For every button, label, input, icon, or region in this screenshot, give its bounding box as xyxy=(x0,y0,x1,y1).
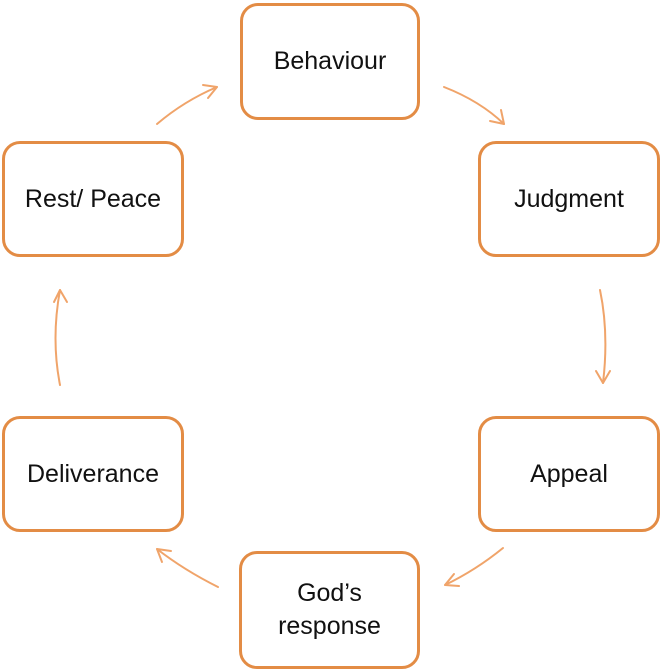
arrowhead-rest-to-behaviour xyxy=(202,84,218,99)
arrowhead-judgment-to-appeal xyxy=(595,370,611,384)
node-rest-peace: Rest/ Peace xyxy=(2,141,184,257)
node-judgment-label: Judgment xyxy=(514,184,624,213)
arrow-appeal-to-gods-response xyxy=(444,547,504,586)
node-behaviour-label: Behaviour xyxy=(273,47,387,75)
node-deliverance-label: Deliverance xyxy=(26,459,159,488)
node-appeal: Appeal xyxy=(478,416,660,532)
node-gods-response: God’s response xyxy=(239,551,420,669)
node-gods-response-label-line1: God’s xyxy=(297,579,362,607)
node-behaviour: Behaviour xyxy=(240,3,420,120)
node-gods-response-label-line2: response xyxy=(278,612,381,640)
node-rest-peace-label: Rest/ Peace xyxy=(24,184,162,213)
node-gods-response-text: God’s response xyxy=(278,577,381,643)
arrow-judgment-to-appeal xyxy=(599,289,607,384)
arrowhead-gods-response-to-deliverance xyxy=(156,548,172,563)
arrowhead-deliverance-to-rest xyxy=(53,289,68,303)
node-judgment: Judgment xyxy=(478,141,660,257)
node-appeal-label: Appeal xyxy=(530,459,608,488)
arrow-gods-response-to-deliverance xyxy=(156,548,219,588)
node-deliverance: Deliverance xyxy=(2,416,184,532)
arrow-rest-to-behaviour xyxy=(156,86,218,125)
arrowhead-appeal-to-gods-response xyxy=(444,573,460,587)
arrow-deliverance-to-rest xyxy=(54,289,61,386)
arrow-behaviour-to-judgment xyxy=(443,86,505,125)
arrowhead-behaviour-to-judgment xyxy=(489,109,505,125)
